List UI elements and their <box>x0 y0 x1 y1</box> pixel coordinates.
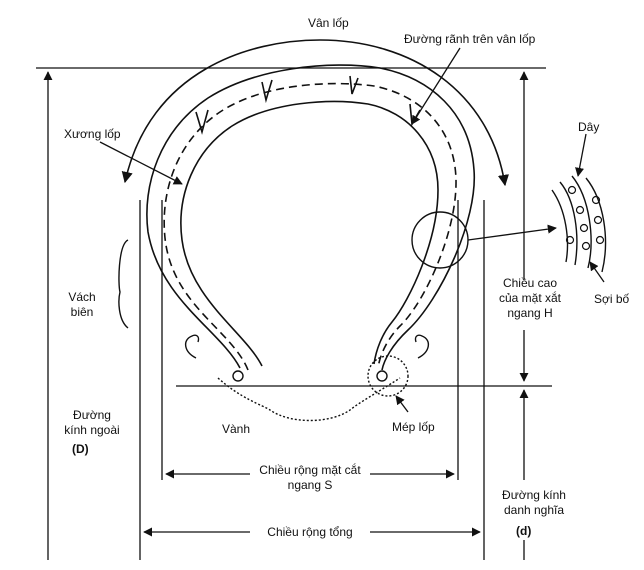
label-carcass: Xương lốp <box>64 127 121 141</box>
cord-detail-dots <box>565 185 605 251</box>
label-overall-width: Chiều rộng tổng <box>267 525 353 539</box>
rim-right-flange <box>414 334 429 359</box>
bead-leader <box>395 395 409 413</box>
detail-leader <box>467 224 557 241</box>
label-nominal-diameter-line2: danh nghĩa <box>503 503 565 517</box>
bead-left <box>232 370 244 382</box>
label-sidewall: Vách biên <box>62 290 102 320</box>
label-section-width-line2: ngang S <box>287 478 333 492</box>
label-sidewall-line2: biên <box>70 305 94 319</box>
label-section-height-line2: của mặt xắt <box>498 291 562 305</box>
carcass-leader <box>99 141 183 185</box>
rim-left-flange <box>185 334 200 359</box>
label-sidewall-line1: Vách <box>68 290 96 304</box>
label-outer-diameter: Đường kính ngoài (D) <box>52 408 132 457</box>
label-tread: Vân lốp <box>308 16 349 30</box>
label-section-height-line3: ngang H <box>507 306 553 320</box>
bead-right <box>376 370 388 382</box>
label-nominal-diameter: Đường kính danh nghĩa (d) <box>494 488 574 539</box>
label-section-width: Chiều rộng mặt cắt ngang S <box>240 463 380 493</box>
label-section-width-line1: Chiều rộng mặt cắt <box>259 463 361 477</box>
label-section-height: Chiều cao của mặt xắt ngang H <box>480 276 580 321</box>
sidewall-brace <box>118 239 129 329</box>
carcass-dashed-line <box>163 82 457 371</box>
label-nominal-diameter-line1: Đường kính <box>502 488 566 502</box>
tread-groove-notches <box>195 75 421 135</box>
tread-groove-leader <box>411 47 461 125</box>
tire-inner-profile <box>180 100 439 367</box>
label-bead: Mép lốp <box>392 420 435 434</box>
tire-outer-profile <box>146 64 476 371</box>
label-section-height-line1: Chiều cao <box>502 276 558 290</box>
label-rim: Vành <box>222 422 251 436</box>
cord-detail-strands <box>551 175 607 273</box>
label-fiber: Sợi bố <box>594 292 630 306</box>
label-outer-diameter-symbol: (D) <box>72 442 89 456</box>
label-tread-groove: Đường rãnh trên vân lốp <box>404 32 536 46</box>
label-cord: Dây <box>578 120 600 134</box>
rim-well <box>217 377 401 422</box>
label-nominal-diameter-symbol: (d) <box>516 524 532 538</box>
label-outer-diameter-line2: kính ngoài <box>64 423 120 437</box>
bead-detail-circle <box>367 355 409 397</box>
cord-leader <box>575 133 587 177</box>
fiber-leader <box>589 261 605 283</box>
tread-arc <box>121 39 509 187</box>
label-outer-diameter-line1: Đường <box>73 408 111 422</box>
